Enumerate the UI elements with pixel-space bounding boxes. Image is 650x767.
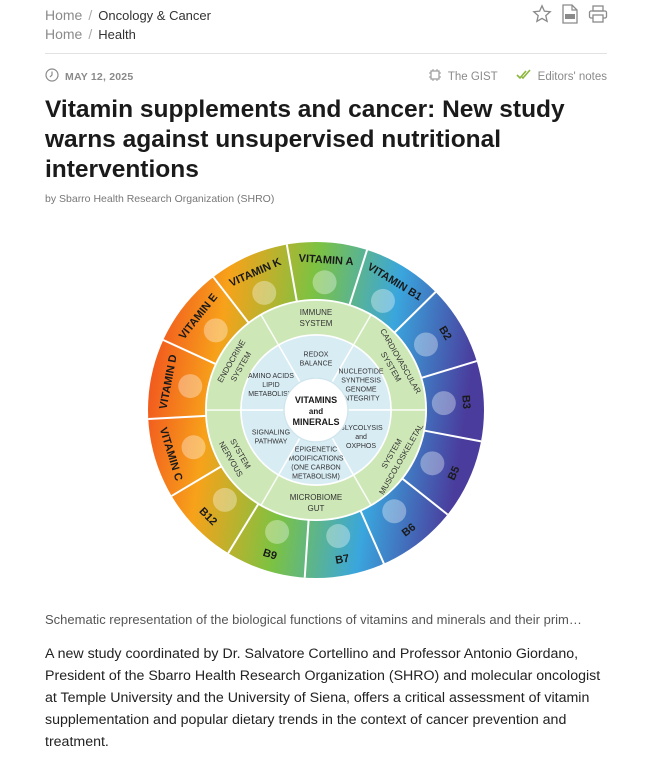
function-label: METABOLISM [248, 391, 294, 398]
breadcrumb-home-link[interactable]: Home [45, 26, 83, 42]
vitamin-sector-divider [148, 414, 207, 421]
function-label: OXPHOS [346, 443, 376, 450]
function-label: (ONE CARBON [291, 465, 340, 472]
article-byline: by Sbarro Health Research Organization (… [45, 193, 275, 205]
function-label: GLYCOLYSIS [339, 425, 383, 432]
food-icon [312, 270, 337, 295]
vitamin-sector-divider [212, 276, 250, 324]
vitamin-sector-divider [393, 291, 437, 334]
the-gist-label: The GIST [447, 70, 498, 83]
editors-notes-label: Editors' notes [537, 70, 607, 83]
figure-caption: Schematic representation of the biologic… [45, 612, 582, 627]
vitamin-sector-divider [285, 244, 298, 302]
vitamin-sector-divider [171, 465, 222, 497]
food-icon [181, 435, 206, 460]
breadcrumb-2: Home/Health [45, 26, 136, 42]
vitamin-sector-divider [420, 360, 478, 379]
star-icon[interactable] [532, 4, 552, 24]
vitamin-sector-divider [162, 339, 217, 366]
function-label: PATHWAY [255, 439, 288, 446]
vitamin-label: B3 [459, 395, 472, 410]
food-icon [370, 288, 395, 313]
vitamin-sector-divider [359, 510, 385, 565]
function-label: AMINO ACIDS [248, 373, 294, 380]
vitamin-sector-divider [348, 249, 369, 306]
header-divider [45, 53, 607, 54]
function-label: METABOLISM) [292, 474, 340, 481]
article-title: Vitamin supplements and cancer: New stud… [45, 96, 565, 183]
food-icon [212, 487, 237, 512]
food-icon [203, 318, 228, 343]
vitamin-sector-divider [227, 503, 260, 554]
double-check-icon [516, 69, 532, 84]
article-meta: MAY 12, 2025 The GIST Editors' notes [45, 68, 607, 84]
food-icon [413, 332, 438, 357]
breadcrumb-category-link[interactable]: Oncology & Cancer [98, 8, 211, 23]
function-label: BALANCE [300, 361, 333, 368]
function-label: LIPID [262, 382, 280, 389]
function-label: MODIFICATIONS [288, 456, 343, 463]
food-icon [178, 374, 203, 399]
breadcrumb-1: Home/Oncology & Cancer [45, 7, 211, 23]
article-body: A new study coordinated by Dr. Salvatore… [45, 646, 601, 750]
vitamin-label: B9 [261, 547, 278, 563]
breadcrumbs: Home/Oncology & Cancer Home/Health [45, 6, 211, 44]
editors-notes-link[interactable]: Editors' notes [516, 69, 607, 84]
system-label: GUT [308, 504, 325, 513]
article-date: MAY 12, 2025 [45, 68, 133, 85]
the-gist-link[interactable]: The GIST [428, 68, 498, 85]
function-label: NUCLEOTIDE [338, 369, 383, 376]
vitamin-sector-divider [303, 519, 310, 578]
center-label: and [309, 407, 323, 416]
vitamin-label: VITAMIN A [298, 253, 354, 269]
center-label: MINERALS [293, 417, 340, 427]
food-icon [265, 519, 290, 544]
vitamin-sector-divider [423, 429, 482, 443]
food-icon [420, 451, 445, 476]
pdf-icon[interactable] [560, 4, 580, 24]
food-icon [431, 391, 456, 416]
article-toolbar [532, 4, 608, 24]
function-label: SYNTHESIS [341, 378, 381, 385]
breadcrumb-home-link[interactable]: Home [45, 7, 83, 23]
system-label: MICROBIOME [290, 493, 342, 502]
food-icon [252, 280, 277, 305]
breadcrumb-category-link[interactable]: Health [98, 27, 136, 42]
function-label: REDOX [304, 352, 329, 359]
wheel-center [283, 377, 349, 443]
function-label: INTEGRITY [342, 396, 380, 403]
system-label: IMMUNE [300, 308, 332, 317]
function-label: GENOME [345, 387, 376, 394]
date-text: MAY 12, 2025 [65, 70, 134, 83]
print-icon[interactable] [588, 4, 608, 24]
chip-icon [428, 68, 442, 85]
food-icon [326, 524, 351, 549]
center-label: VITAMINS [295, 395, 337, 405]
function-label: SIGNALING [252, 430, 290, 437]
vitamin-sector-divider [401, 477, 449, 516]
vitamin-label: B5 [446, 464, 463, 482]
food-icon [382, 499, 407, 524]
function-label: EPIGENETIC [295, 447, 337, 454]
clock-icon [45, 68, 59, 85]
function-label: and [355, 434, 367, 441]
system-label: SYSTEM [300, 319, 333, 328]
vitamin-label: B7 [334, 553, 350, 567]
